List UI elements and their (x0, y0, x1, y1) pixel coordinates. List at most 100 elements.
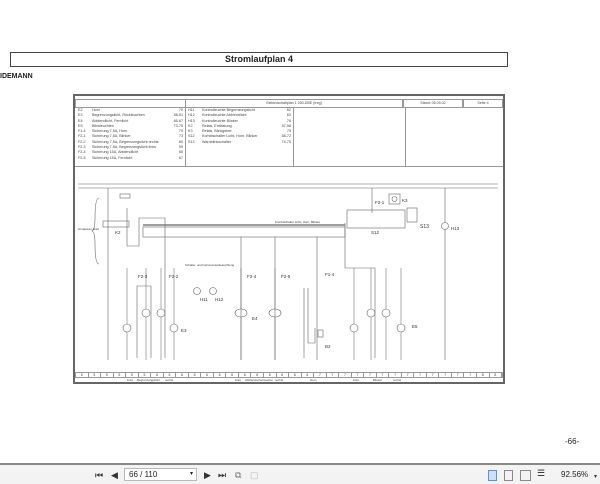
legend-code: K3 (188, 129, 193, 134)
legend-code: F2-2 (78, 139, 86, 144)
prev-page-button[interactable]: ◀ (111, 470, 118, 480)
legend-code: H13 (188, 118, 195, 123)
f21-label: F2-1 (375, 200, 385, 205)
circuit-schematic: Armaturen-brett K2 Kombischalter Licht, … (78, 183, 498, 360)
legend-desc: Warnblinkschalter (202, 139, 232, 144)
strip-cell: 6 (264, 373, 277, 377)
strip-cell: 7 (327, 373, 340, 377)
legend-page: 76 (286, 118, 291, 123)
legend-page: 57-58 (281, 123, 291, 128)
h13-label: H13 (451, 226, 460, 231)
legend-code: F1-4 (78, 129, 86, 134)
strip-label: links (235, 378, 242, 382)
continuous-two-page-icon[interactable]: ☰ (537, 468, 546, 478)
legend-desc: Kontrolleuchte Begrenzungslicht (202, 108, 255, 112)
strip-label: Blinker (373, 378, 383, 382)
legend-code: K2 (188, 123, 193, 128)
legend-page: 73 (178, 134, 183, 139)
pdf-toolbar: ⏮ ◀ 66 / 110▾ ▶ ⏭ ⧉ ▢ ☰ 92.56% ▾ (0, 463, 600, 484)
lamp-symbol (396, 323, 406, 333)
h12-label: H12 (215, 297, 224, 302)
strip-cell: 6 (189, 373, 202, 377)
strip-label: rechts (393, 378, 402, 382)
f23-label: F2-3 (138, 274, 148, 279)
strip-cell: 7 (402, 373, 415, 377)
strip-cell: 6 (164, 373, 177, 377)
page-title: Stromlaufplan 4 (10, 52, 508, 67)
first-page-button[interactable]: ⏮ (95, 470, 104, 480)
b2-label: B2 (325, 344, 331, 349)
legend-code: H11 (188, 108, 195, 112)
strip-cell: 5 (139, 373, 152, 377)
armaturen-label: Armaturen-brett (78, 227, 99, 231)
strip-cell: 5 (76, 373, 89, 377)
strip-label: Horn (310, 378, 317, 382)
continuous-view-icon[interactable] (504, 470, 513, 481)
legend-desc: Sicherung 7,5A, Horn (92, 129, 128, 134)
legend-code: F2-3 (78, 145, 86, 150)
strip-label: links (353, 378, 360, 382)
next-page-button[interactable]: ▶ (204, 470, 211, 480)
chevron-down-icon[interactable]: ▾ (189, 471, 193, 477)
strip-cell: 5 (126, 373, 139, 377)
legend-desc: Sicherung 15A, Abblendlicht (92, 150, 139, 155)
legend-page: 63 (286, 113, 291, 118)
legend-desc: Kontrolleuchte Abblendlicht (202, 113, 247, 118)
k3-label: K3 (402, 198, 408, 203)
legend-row: K2 Relais, Entlastung 57-58 (188, 124, 291, 129)
last-page-button[interactable]: ⏭ (218, 470, 227, 480)
zoom-dropdown-icon[interactable]: ▾ (594, 474, 598, 480)
lamp-symbol (122, 323, 132, 333)
legend-page: 60 (178, 139, 183, 144)
strip-cell: 7 (439, 373, 452, 377)
strip-cell: 6 (151, 373, 164, 377)
strip-cell: 8 (490, 373, 503, 377)
f14-label: F1-4 (325, 272, 335, 277)
strip-cell: 7 (452, 373, 465, 377)
legend-code: F2-5 (78, 155, 86, 160)
strip-cell: 5 (89, 373, 102, 377)
lamp-symbol (381, 308, 391, 318)
legend-page: 58-72 (281, 134, 291, 139)
two-page-view-icon[interactable] (520, 470, 531, 481)
e4-label: E4 (252, 316, 258, 321)
strip-cell: 7 (389, 373, 402, 377)
legend-code: E4 (78, 118, 83, 123)
strip-cell: 7 (352, 373, 365, 377)
strip-cell: 6 (239, 373, 252, 377)
paste-page-icon[interactable]: ▢ (250, 470, 259, 480)
strip-cell: 7 (339, 373, 352, 377)
legend-code: S13 (188, 139, 195, 144)
page-number-input[interactable]: 66 / 110▾ (124, 468, 197, 481)
strip-cell: 6 (214, 373, 227, 377)
strip-label: Abblendscheinwerfer (245, 378, 274, 382)
legend-code: F2-1 (78, 134, 86, 139)
zoom-level[interactable]: 92.56% (561, 470, 589, 479)
strip-cell: 7 (427, 373, 440, 377)
legend-page: 75 (286, 129, 291, 134)
strip-cell: 7 (464, 373, 477, 377)
strip-cell: 6 (277, 373, 290, 377)
single-page-view-icon[interactable] (488, 470, 497, 481)
s12-label: S12 (371, 230, 380, 235)
strip-cell: 6 (289, 373, 302, 377)
copy-page-icon[interactable]: ⧉ (235, 470, 242, 480)
f25-label: F2-5 (281, 274, 291, 279)
legend-desc: Relais, Entlastung (202, 123, 232, 128)
brand-logo-text: IDEMANN (0, 73, 33, 80)
strip-cell: 5 (101, 373, 114, 377)
header-left-cell (75, 99, 185, 108)
plan-title: Elektroschaltplan 1 250-DBE (treg) (185, 99, 403, 108)
beleuchtung-label: Schalter- und Instrumentenbeleuchtung (185, 263, 234, 267)
page-footer-number: -66- (565, 437, 580, 446)
